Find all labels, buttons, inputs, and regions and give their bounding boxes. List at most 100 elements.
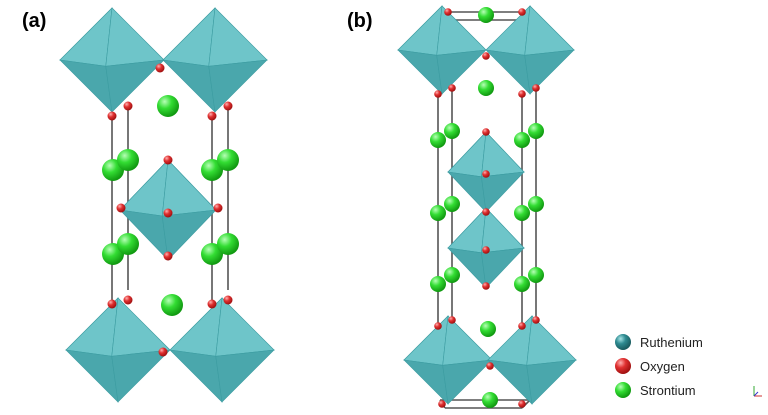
legend-label: Oxygen (640, 358, 685, 374)
oxygen-atom (532, 316, 540, 324)
legend: Ruthenium Oxygen Strontium (614, 330, 764, 402)
octahedron-face (487, 315, 533, 366)
strontium-atom (514, 276, 530, 292)
octahedron-face (215, 349, 275, 403)
oxygen-atom (434, 322, 442, 330)
strontium-atom (528, 267, 544, 283)
oxygen-atom (107, 111, 117, 121)
strontium-atom (117, 233, 139, 255)
strontium-atom (430, 132, 446, 148)
strontium-atom-icon (615, 382, 631, 398)
strontium-atom (514, 132, 530, 148)
oxygen-atom (482, 128, 490, 136)
oxygen-atom (163, 208, 173, 218)
oxygen-atom (163, 251, 173, 261)
octahedron-face (403, 315, 449, 366)
oxygen-atom (163, 155, 173, 165)
octahedron-face (481, 247, 525, 289)
octahedron (119, 159, 217, 261)
octahedron (169, 297, 275, 403)
octahedron (403, 315, 493, 405)
octahedron-face (524, 49, 575, 95)
oxygen-atom (518, 400, 526, 408)
octahedron (487, 315, 577, 405)
oxygen-atom (486, 362, 494, 370)
axis-orientation-icon (753, 386, 762, 397)
oxygen-atom (518, 322, 526, 330)
ruo6-octahedra (59, 5, 577, 405)
octahedron (447, 207, 525, 289)
strontium-atom (528, 123, 544, 139)
oxygen-atom (107, 299, 117, 309)
strontium-atom (161, 294, 183, 316)
oxygen-atom (482, 52, 490, 60)
octahedron (59, 7, 165, 113)
octahedron-face (169, 349, 223, 403)
oxygen-atom (448, 84, 456, 92)
oxygen-atom (482, 282, 490, 290)
oxygen-atom-icon (615, 358, 631, 374)
oxygen-atom (158, 347, 168, 357)
strontium-atom (444, 196, 460, 212)
octahedron (447, 131, 525, 213)
oxygen-atom (155, 63, 165, 73)
atoms (102, 7, 544, 408)
panel-label-b: (b) (347, 10, 373, 32)
octahedron-face (526, 315, 577, 366)
octahedron-face (436, 49, 487, 95)
octahedron-face (524, 5, 575, 56)
strontium-atom (444, 267, 460, 283)
octahedron-face (397, 5, 443, 56)
oxygen-atom (448, 316, 456, 324)
oxygen-atom (518, 90, 526, 98)
octahedron-face (403, 359, 449, 405)
strontium-atom (430, 205, 446, 221)
oxygen-atom (116, 203, 126, 213)
octahedron (485, 5, 575, 95)
octahedron-face (162, 7, 216, 67)
octahedron-face (59, 59, 113, 113)
oxygen-atom (123, 295, 133, 305)
ruthenium-atom-icon (615, 334, 631, 350)
octahedron-face (208, 59, 268, 113)
octahedron (397, 5, 487, 95)
oxygen-atom (438, 400, 446, 408)
oxygen-atom (123, 101, 133, 111)
octahedron (65, 297, 171, 403)
oxygen-atom (434, 90, 442, 98)
legend-label: Strontium (640, 382, 696, 398)
strontium-atom (201, 243, 223, 265)
oxygen-atom (207, 299, 217, 309)
strontium-atom (478, 80, 494, 96)
octahedron-face (208, 7, 268, 67)
octahedron-face (442, 359, 493, 405)
legend-label: Ruthenium (640, 334, 703, 350)
oxygen-atom (482, 208, 490, 216)
strontium-atom (528, 196, 544, 212)
strontium-atom (482, 392, 498, 408)
strontium-atom (480, 321, 496, 337)
strontium-atom (478, 7, 494, 23)
oxygen-atom (444, 8, 452, 16)
octahedron-face (447, 207, 487, 254)
oxygen-atom (223, 101, 233, 111)
octahedron-face (161, 209, 217, 261)
strontium-atom (514, 205, 530, 221)
octahedron-face (526, 359, 577, 405)
strontium-atom (217, 149, 239, 171)
octahedron-face (65, 349, 119, 403)
strontium-atom (430, 276, 446, 292)
strontium-atom (217, 233, 239, 255)
oxygen-atom (518, 8, 526, 16)
oxygen-atom (207, 111, 217, 121)
octahedron-face (105, 7, 165, 67)
oxygen-atom (532, 84, 540, 92)
strontium-atom (201, 159, 223, 181)
strontium-atom (157, 95, 179, 117)
octahedron-face (111, 349, 171, 403)
legend-item-ruthenium: Ruthenium (614, 330, 764, 354)
strontium-atom (117, 149, 139, 171)
octahedron-face (481, 171, 525, 213)
octahedron-face (397, 49, 443, 95)
